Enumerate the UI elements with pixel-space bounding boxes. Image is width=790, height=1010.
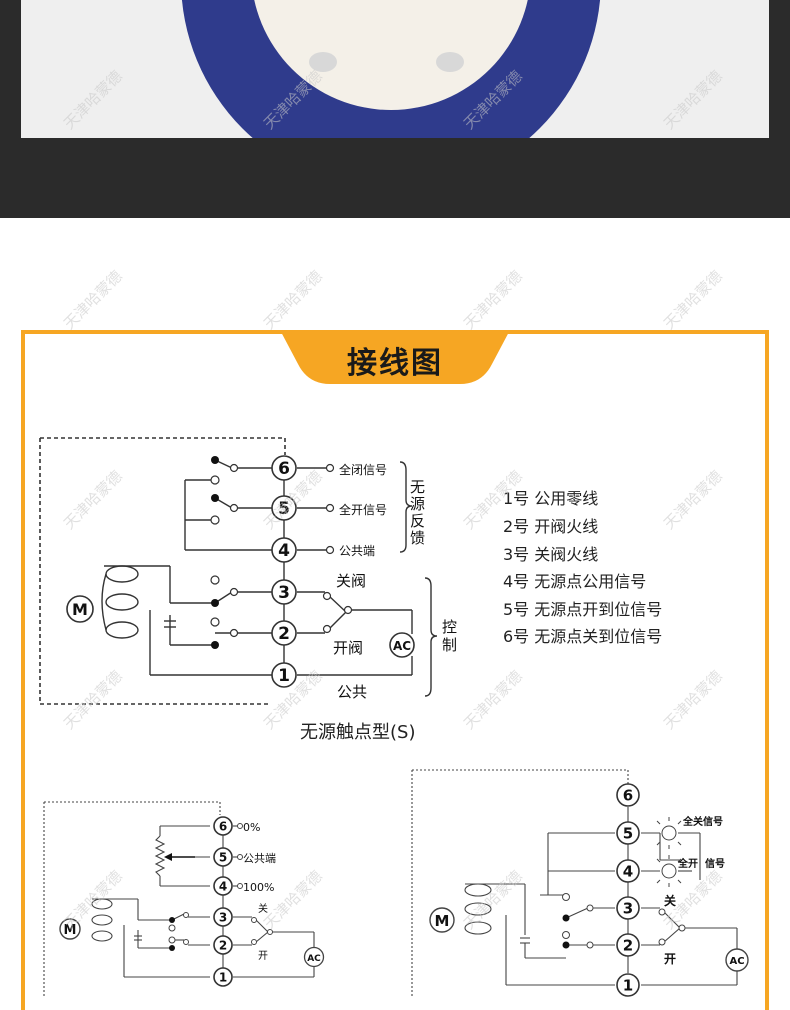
s-terminal-label: 5 <box>278 499 290 519</box>
label-feedback-3: 反 <box>410 512 425 530</box>
legend-item: 4号 无源点公用信号 <box>503 572 647 591</box>
pot-terminal-label: 1 <box>219 970 227 984</box>
label-full-close-signal: 全闭信号 <box>339 462 387 477</box>
lamp-terminal-5 <box>616 821 640 845</box>
bolt-hole <box>309 52 337 72</box>
label-0-percent: 0% <box>243 821 260 834</box>
valve-liner <box>254 0 528 110</box>
label-feedback-2: 源 <box>410 495 425 513</box>
legend-item: 5号 无源点开到位信号 <box>503 600 663 619</box>
motor-label: M <box>72 600 88 619</box>
pot-terminal-5 <box>213 847 233 867</box>
s-terminal-6 <box>271 455 297 481</box>
s-terminal-3 <box>271 579 297 605</box>
lamp-terminal-1 <box>616 973 640 997</box>
lamp-terminal-3 <box>616 896 640 920</box>
motor-symbol <box>429 907 455 933</box>
label-feedback-4: 馈 <box>410 529 425 547</box>
s-terminal-4 <box>271 537 297 563</box>
pot-terminal-label: 3 <box>219 910 227 924</box>
pot-terminal-label: 2 <box>219 938 227 952</box>
label-common-end: 公共端 <box>243 852 276 865</box>
label-open: 开 <box>258 951 268 962</box>
pot-terminal-3 <box>213 907 233 927</box>
label-open: 开 <box>664 952 676 966</box>
pot-terminal-6 <box>213 816 233 836</box>
bolt-hole <box>436 52 464 72</box>
label-full-open-signal: 全开信号 <box>339 502 387 517</box>
ac-label: AC <box>393 639 411 653</box>
label-common-end: 公共端 <box>339 544 375 558</box>
legend-item: 6号 无源点关到位信号 <box>503 627 663 646</box>
s-terminal-label: 3 <box>278 583 290 603</box>
motor-label: M <box>435 912 450 930</box>
s-terminal-label: 1 <box>278 666 290 686</box>
pot-terminal-1 <box>213 967 233 987</box>
motor-symbol <box>59 918 81 940</box>
label-control-2: 制 <box>442 636 457 654</box>
label-common: 公共 <box>337 683 367 701</box>
lamp-icon <box>661 863 677 879</box>
s-terminal-label: 6 <box>278 459 290 479</box>
s-terminal-1 <box>271 662 297 688</box>
lamp-terminal-label: 6 <box>623 786 633 804</box>
label-open-valve: 开阀 <box>333 639 363 657</box>
motor-symbol <box>66 595 94 623</box>
ac-label: AC <box>729 956 744 967</box>
label-100-percent: 100% <box>243 881 274 894</box>
ac-label: AC <box>307 954 321 964</box>
product-photo <box>21 0 769 138</box>
diagram-caption: 无源触点型(S) <box>300 722 416 743</box>
label-full-open: 全开 <box>677 857 698 870</box>
ac-source <box>303 946 325 968</box>
lamp-terminal-label: 4 <box>623 862 633 880</box>
lamp-terminal-label: 1 <box>623 976 633 994</box>
label-close-valve: 关阀 <box>336 572 366 590</box>
s-terminal-2 <box>271 620 297 646</box>
label-full-close-signal: 全关信号 <box>682 815 723 828</box>
lamp-terminal-label: 3 <box>623 899 633 917</box>
title-tab <box>280 330 510 384</box>
lamp-terminal-label: 2 <box>623 936 633 954</box>
s-terminal-label: 2 <box>278 624 290 644</box>
ac-source <box>389 632 415 658</box>
s-terminal-5 <box>271 495 297 521</box>
lamp-terminal-4 <box>616 859 640 883</box>
label-close: 关 <box>664 893 676 908</box>
label-close: 关 <box>258 902 268 915</box>
ac-source <box>725 948 749 972</box>
lamp-terminal-6 <box>616 783 640 807</box>
lamp-icon <box>661 825 677 841</box>
pot-terminal-label: 6 <box>219 819 227 833</box>
pot-terminal-label: 4 <box>219 879 227 893</box>
s-terminal-label: 4 <box>278 541 290 561</box>
pot-terminal-label: 5 <box>219 850 227 864</box>
page-title: 接线图 <box>347 346 443 381</box>
lamp-terminal-2 <box>616 933 640 957</box>
legend-item: 2号 开阀火线 <box>503 517 599 536</box>
legend-item: 3号 关阀火线 <box>503 545 599 564</box>
pot-terminal-4 <box>213 876 233 896</box>
lamp-terminal-label: 5 <box>623 824 633 842</box>
legend-item: 1号 公用零线 <box>503 489 599 508</box>
label-signal: 信号 <box>705 857 725 870</box>
pot-terminal-2 <box>213 935 233 955</box>
motor-label: M <box>64 923 77 938</box>
label-control-1: 控 <box>442 618 457 636</box>
label-feedback-1: 无 <box>410 478 425 496</box>
